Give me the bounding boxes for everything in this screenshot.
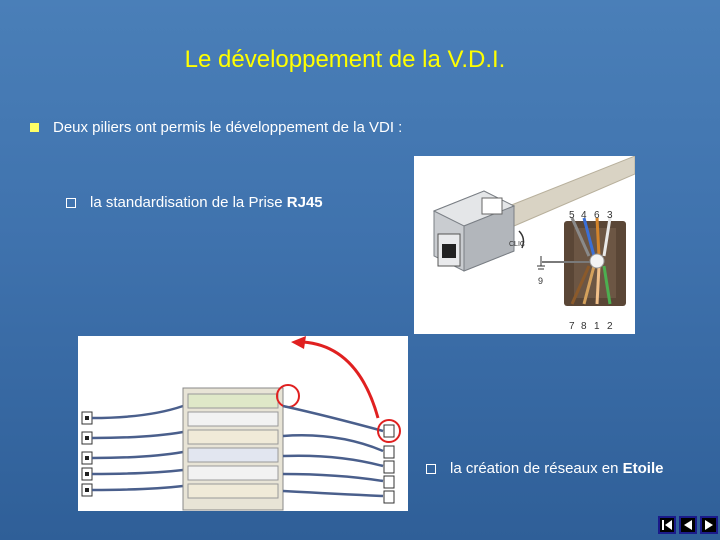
hollow-square-bullet-icon — [426, 463, 436, 474]
slide-navigation — [658, 516, 718, 534]
bottom-pin-label: 1 — [594, 321, 600, 332]
bottom-pin-label: 8 — [581, 321, 587, 332]
top-pin-label: 5 — [569, 210, 575, 221]
star-network-image — [78, 336, 408, 511]
sub-bullet-star-text: la création de réseaux en — [450, 460, 623, 477]
top-pin-label: 6 — [594, 210, 600, 221]
top-pin-label: 4 — [581, 210, 587, 221]
rj45-image: CLIC 9 5 4 6 3 7 8 1 2 — [414, 155, 636, 334]
slide-title: Le développement de la V.D.I. — [184, 46, 506, 73]
first-slide-button[interactable] — [658, 516, 676, 534]
bottom-pin-label: 7 — [569, 321, 575, 332]
top-pin-label: 3 — [607, 210, 613, 221]
ground-pin-label: 9 — [538, 276, 543, 286]
sub-bullet-star: la création de réseaux en Etoile — [426, 460, 663, 477]
square-bullet-icon — [30, 123, 39, 132]
bottom-pin-label: 2 — [607, 321, 613, 332]
sub-bullet-star-bold: Etoile — [622, 460, 664, 477]
prev-icon — [684, 520, 692, 530]
next-slide-button[interactable] — [700, 516, 718, 534]
previous-slide-button[interactable] — [679, 516, 697, 534]
star-network-illustration — [81, 336, 401, 511]
main-bullet: Deux piliers ont permis le développement… — [30, 119, 402, 136]
sub-bullet-rj45: la standardisation de la Prise RJ45 — [66, 194, 323, 211]
first-icon — [662, 520, 672, 530]
rj45-illustration: CLIC 9 5 4 6 3 7 8 1 2 — [432, 155, 636, 332]
clic-label: CLIC — [509, 241, 525, 248]
sub-bullet-rj45-text: la standardisation de la Prise — [90, 194, 287, 211]
main-bullet-text: Deux piliers ont permis le développement… — [53, 119, 403, 136]
next-icon — [705, 520, 713, 530]
sub-bullet-rj45-bold: RJ45 — [286, 194, 323, 211]
hollow-square-bullet-icon — [66, 197, 76, 208]
